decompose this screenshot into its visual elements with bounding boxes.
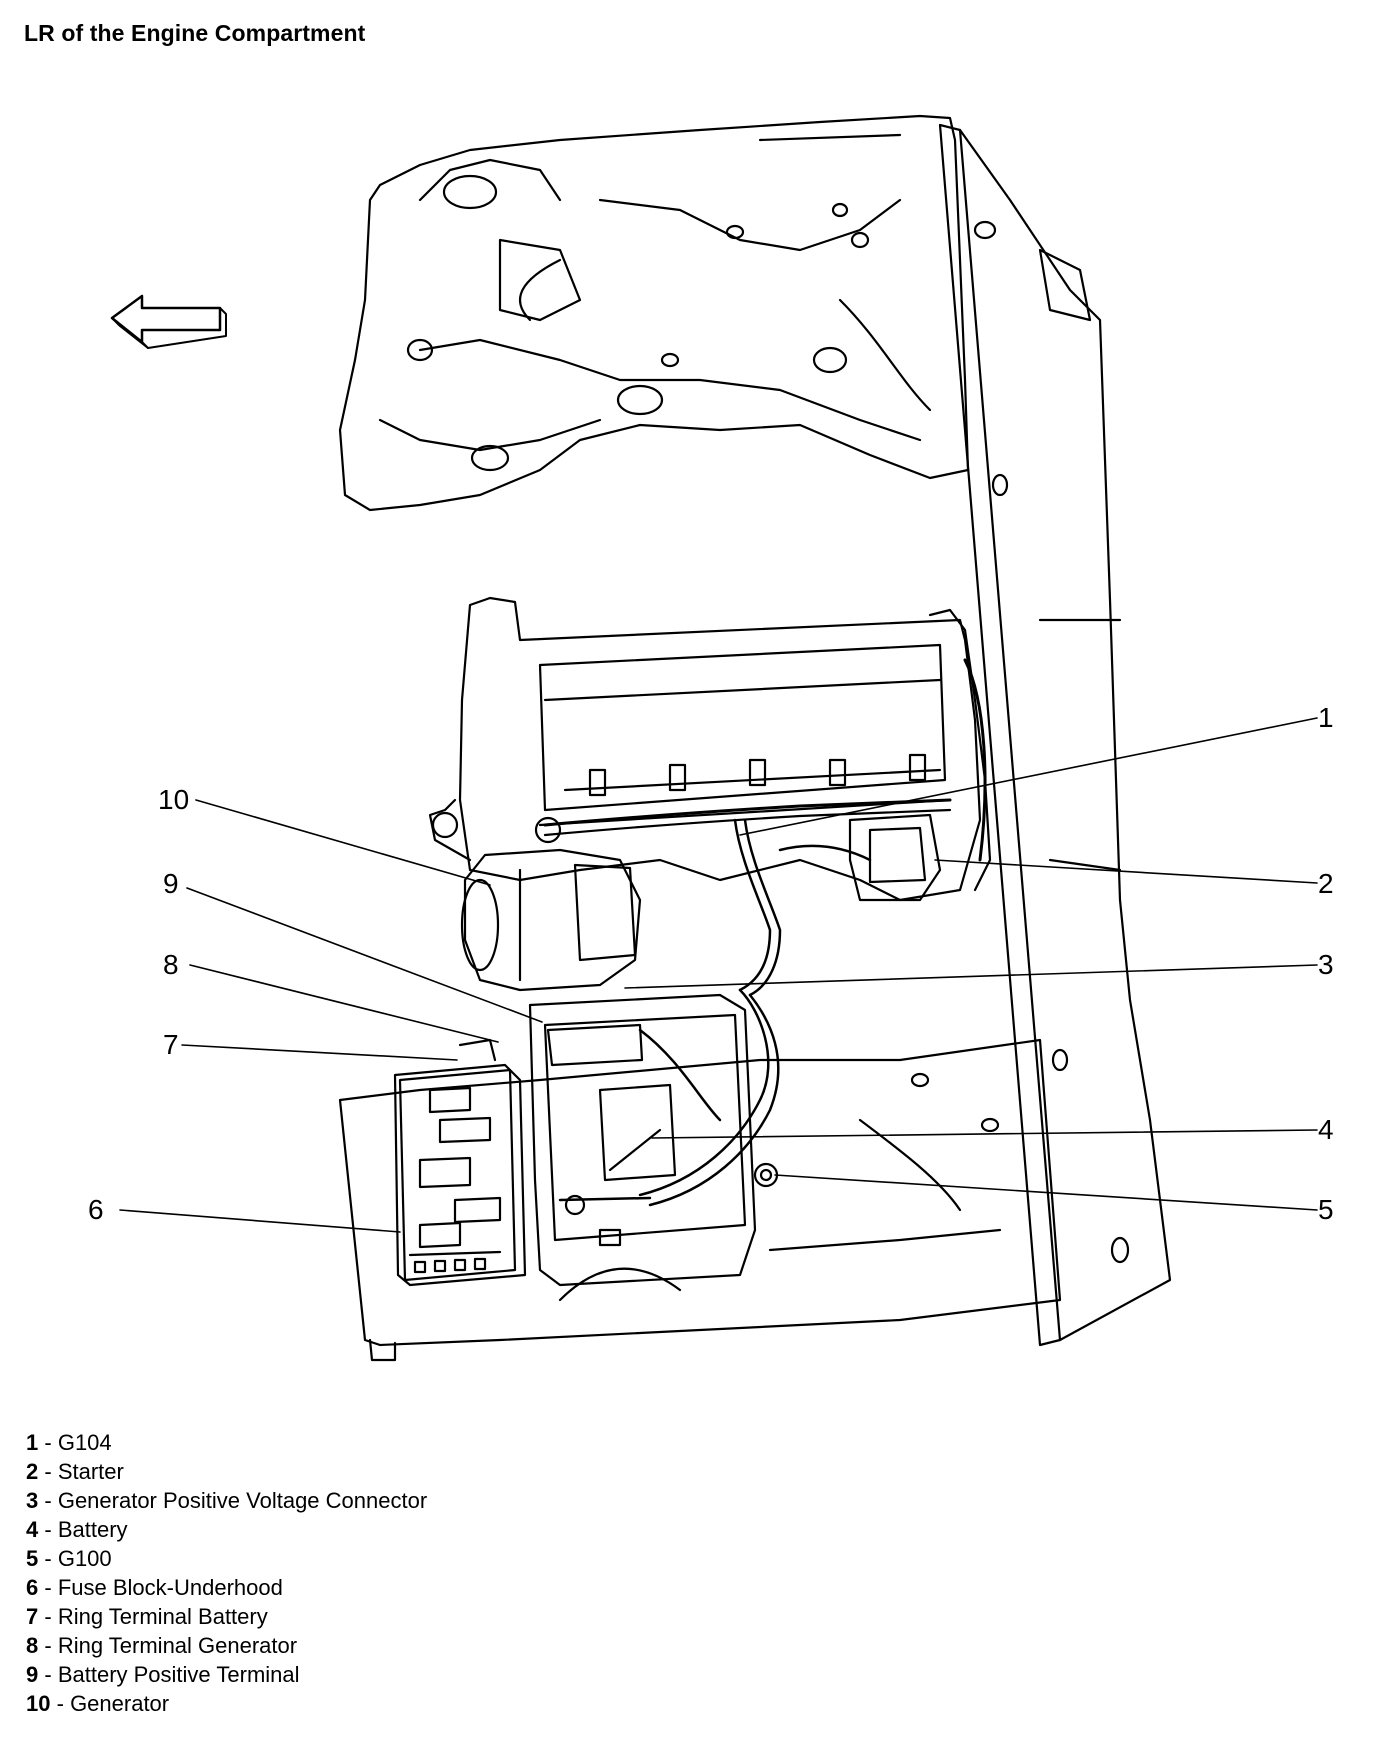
callout-5: 5 xyxy=(1318,1194,1334,1225)
page-title: LR of the Engine Compartment xyxy=(24,20,366,46)
legend-item: 8 - Ring Terminal Generator xyxy=(26,1631,427,1660)
arrow-left-icon xyxy=(110,294,227,349)
callout-6: 6 xyxy=(88,1194,104,1225)
floor-pan xyxy=(338,1038,1062,1362)
legend-label: Battery xyxy=(57,1517,128,1542)
legend-label: Battery Positive Terminal xyxy=(57,1662,300,1687)
fuse-block xyxy=(393,1038,527,1287)
legend-item: 5 - G100 xyxy=(26,1544,427,1573)
legend-separator: - xyxy=(44,1604,52,1629)
legend-separator: - xyxy=(44,1575,52,1600)
legend-item: 4 - Battery xyxy=(26,1515,427,1544)
legend-item: 10 - Generator xyxy=(26,1689,427,1718)
legend-label: G104 xyxy=(57,1430,112,1455)
legend-separator: - xyxy=(56,1691,64,1716)
legend-number: 9 xyxy=(26,1662,39,1687)
legend: 1 - G104 2 - Starter 3 - Generator Posit… xyxy=(26,1428,427,1718)
legend-label: G100 xyxy=(57,1546,112,1571)
legend-separator: - xyxy=(44,1546,52,1571)
battery xyxy=(528,993,779,1287)
callout-10: 10 xyxy=(158,784,190,815)
legend-number: 8 xyxy=(26,1633,39,1658)
callout-8: 8 xyxy=(163,949,179,980)
legend-label: Fuse Block-Underhood xyxy=(57,1575,283,1600)
legend-separator: - xyxy=(44,1662,52,1687)
callout-1: 1 xyxy=(1318,702,1334,733)
legend-separator: - xyxy=(44,1488,52,1513)
legend-item: 9 - Battery Positive Terminal xyxy=(26,1660,427,1689)
legend-number: 4 xyxy=(26,1517,39,1542)
legend-number: 3 xyxy=(26,1488,39,1513)
legend-number: 6 xyxy=(26,1575,39,1600)
legend-item: 2 - Starter xyxy=(26,1457,427,1486)
legend-item: 1 - G104 xyxy=(26,1428,427,1457)
engine-compartment-drawing xyxy=(110,114,1318,1362)
legend-item: 7 - Ring Terminal Battery xyxy=(26,1602,427,1631)
legend-number: 7 xyxy=(26,1604,39,1629)
legend-separator: - xyxy=(44,1633,52,1658)
legend-label: Ring Terminal Battery xyxy=(57,1604,268,1629)
legend-number: 5 xyxy=(26,1546,39,1571)
callout-7: 7 xyxy=(163,1029,179,1060)
wiring-harness xyxy=(558,818,872,1207)
legend-separator: - xyxy=(44,1517,52,1542)
legend-number: 1 xyxy=(26,1430,39,1455)
generator xyxy=(460,816,642,992)
legend-label: Generator xyxy=(70,1691,170,1716)
callout-2: 2 xyxy=(1318,868,1334,899)
legend-label: Starter xyxy=(57,1459,124,1484)
frame-rail xyxy=(938,123,1172,1347)
legend-separator: - xyxy=(44,1430,52,1455)
legend-item: 3 - Generator Positive Voltage Connector xyxy=(26,1486,427,1515)
legend-label: Ring Terminal Generator xyxy=(57,1633,298,1658)
leader-lines xyxy=(119,717,1318,1233)
engine xyxy=(428,596,992,902)
cowl-panel xyxy=(338,114,970,512)
legend-separator: - xyxy=(44,1459,52,1484)
legend-item: 6 - Fuse Block-Underhood xyxy=(26,1573,427,1602)
callout-3: 3 xyxy=(1318,949,1334,980)
legend-number: 2 xyxy=(26,1459,39,1484)
callout-9: 9 xyxy=(163,868,179,899)
legend-number: 10 xyxy=(26,1691,51,1716)
legend-label: Generator Positive Voltage Connector xyxy=(57,1488,428,1513)
callout-4: 4 xyxy=(1318,1114,1334,1145)
